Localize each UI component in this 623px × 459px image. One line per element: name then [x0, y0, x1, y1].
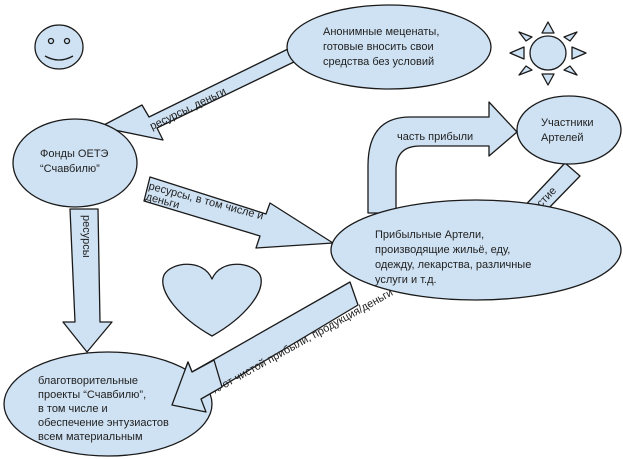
svg-text:Фонды ОЕТЭ “Счавбилю”: Фонды ОЕТЭ “Счавбилю” — [40, 148, 112, 175]
node-text-line: производящие жильё, еду, — [375, 244, 510, 256]
node-profitable-artels[interactable]: Прибыльные Артели, производящие жильё, е… — [330, 199, 622, 301]
node-text-line: Артелей — [541, 132, 584, 144]
svg-text:Прибыльные Артели, произ: Прибыльные Артели, производящие жильё, е… — [375, 229, 534, 286]
node-text-line: Участники — [541, 117, 594, 129]
node-charity-projects[interactable]: благотворительные проекты “Счавбилю”, в … — [3, 351, 213, 457]
arrow-label-profit-share: часть прибыли — [397, 131, 473, 143]
heart-icon — [162, 263, 262, 337]
smiley-face-icon — [34, 24, 84, 70]
arrow-tip-fifty-percent — [171, 359, 223, 413]
sun-icon — [509, 21, 587, 86]
svg-text:Анонимные меценаты, гото: Анонимные меценаты, готовые вносить свои… — [323, 26, 442, 68]
svg-text:Участники Артелей: Участники Артелей — [541, 117, 597, 144]
node-text-line: Прибыльные Артели, — [375, 229, 484, 241]
arrow-funds-to-artels: ресурсы, в том числе и деньги — [143, 176, 334, 249]
arrow-patrons-to-funds: ресурсы, деньги — [99, 47, 299, 141]
arrow-funds-to-projects: ресурсы — [62, 208, 113, 353]
node-text-line: в том числе и — [38, 403, 108, 415]
node-text-line: услуги и т.д. — [375, 274, 437, 286]
node-text-line: благотворительные — [38, 375, 138, 387]
node-text-line: средства без условий — [323, 56, 434, 68]
node-text-line: обеспечение энтузиастов — [38, 417, 169, 429]
node-funds[interactable]: Фонды ОЕТЭ “Счавбилю” — [12, 118, 138, 208]
node-anonymous-patrons[interactable]: Анонимные меценаты, готовые вносить свои… — [286, 4, 492, 90]
svg-text:благотворительные проект: благотворительные проекты “Счавбилю”, в … — [38, 375, 172, 443]
node-text-line: всем материальным — [38, 431, 143, 443]
node-text-line: Анонимные меценаты, — [323, 26, 439, 38]
node-artel-participants[interactable]: Участники Артелей — [516, 95, 622, 165]
arrow-label-resources-money: ресурсы, деньги — [148, 85, 228, 132]
node-text-line: Фонды ОЕТЭ — [40, 148, 109, 160]
node-text-line: проекты “Счавбилю”, — [38, 389, 146, 401]
node-text-line: одежду, лекарства, различные — [375, 259, 531, 271]
arrow-label-resources: ресурсы — [80, 215, 92, 258]
node-text-line: готовые вносить свои — [323, 41, 434, 53]
arrow-artels-to-participants: часть прибыли — [367, 101, 518, 214]
node-text-line: “Счавбилю” — [40, 163, 100, 175]
